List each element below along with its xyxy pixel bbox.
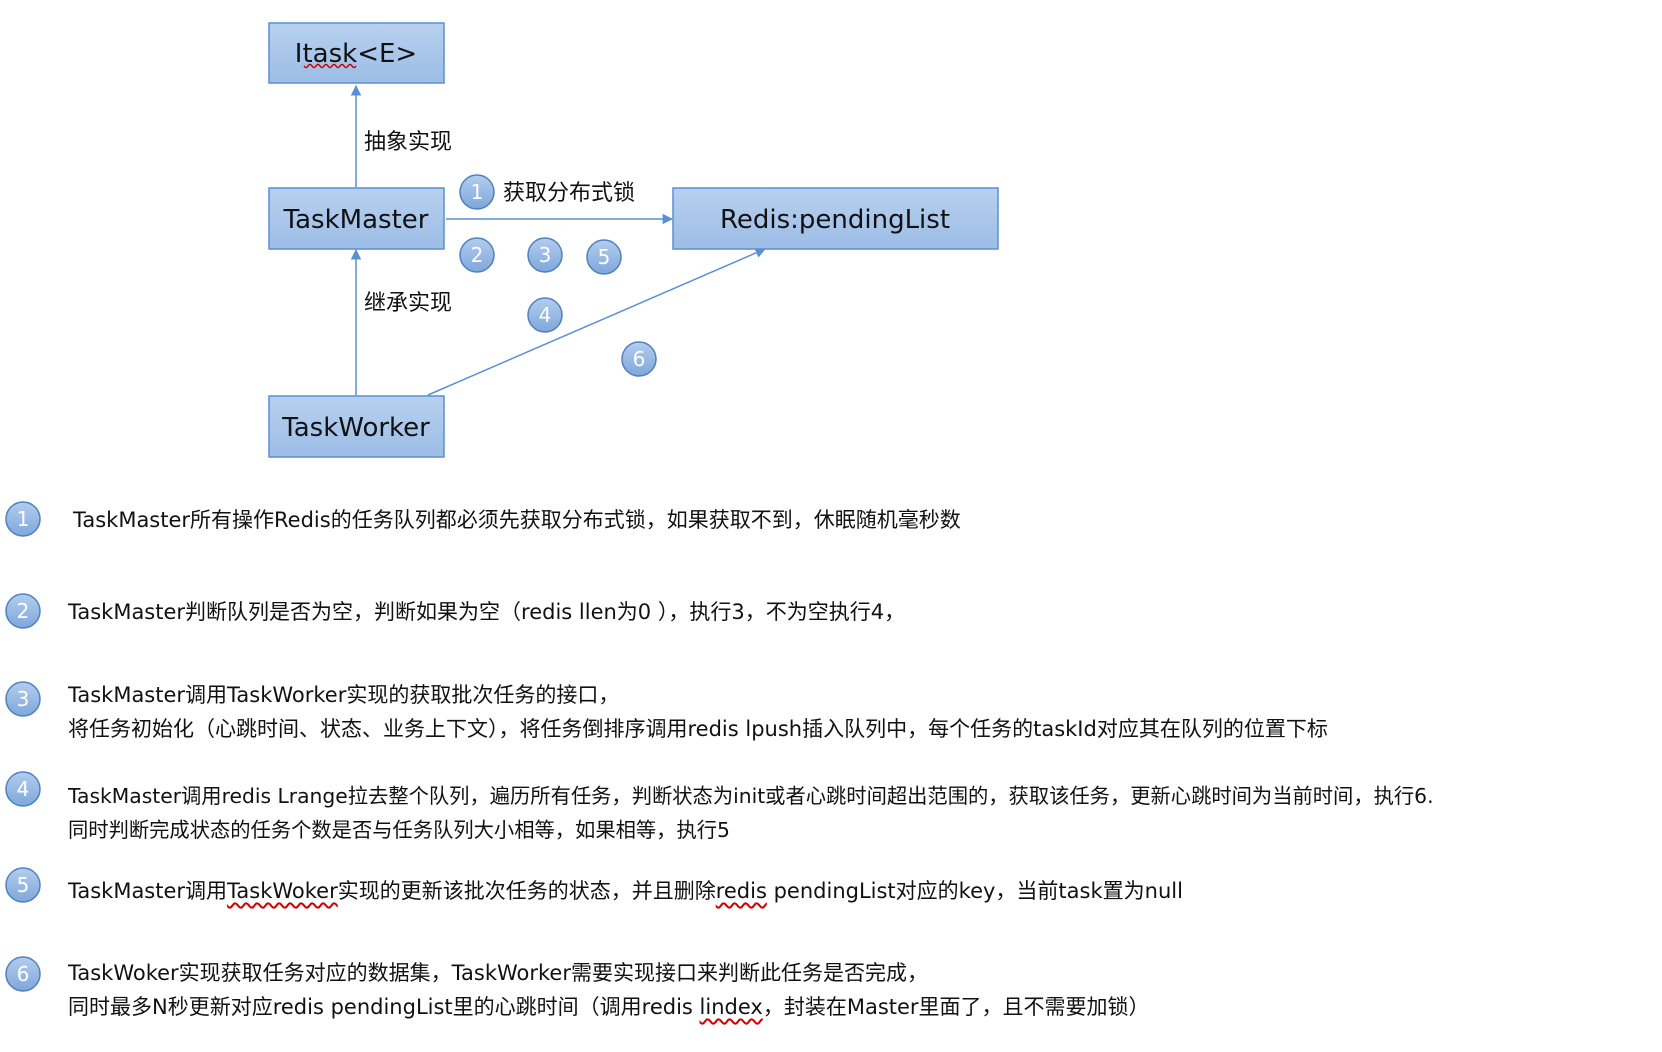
- svg-text:1: 1: [17, 507, 30, 531]
- label-lock: 获取分布式锁: [503, 181, 635, 206]
- box-taskworker: TaskWorker: [268, 395, 445, 458]
- note-5: TaskMaster调用TaskWoker实现的更新该批次任务的状态，并且删除r…: [68, 879, 1183, 903]
- label-inherit-impl: 继承实现: [364, 291, 452, 316]
- spellcheck-underline: [303, 63, 357, 69]
- note-6-line-2: 同时最多N秒更新对应redis pendingList里的心跳时间（调用redi…: [68, 995, 1150, 1019]
- box-taskmaster-label: TaskMaster: [283, 205, 429, 235]
- svg-text:1: 1: [471, 180, 484, 204]
- svg-text:6: 6: [17, 962, 30, 986]
- svg-text:3: 3: [539, 243, 552, 267]
- svg-text:4: 4: [17, 777, 30, 801]
- note-badge-6: 6: [4, 956, 41, 992]
- svg-text:5: 5: [598, 245, 611, 269]
- note-6: TaskWoker实现获取任务对应的数据集，TaskWorker需要实现接口来判…: [68, 956, 1150, 1024]
- note-badge-3: 3: [4, 681, 41, 717]
- note-4: TaskMaster调用redis Lrange拉去整个队列，遍历所有任务，判断…: [68, 779, 1434, 847]
- step-badge-1: 1: [459, 174, 495, 210]
- note-1-line-1: TaskMaster所有操作Redis的任务队列都必须先获取分布式锁，如果获取不…: [73, 508, 961, 532]
- step-badge-4: 4: [527, 297, 563, 333]
- note-badge-4: 4: [4, 771, 41, 807]
- note-badge-5: 5: [4, 867, 41, 903]
- note-badge-1: 1: [4, 501, 41, 537]
- step-badge-2: 2: [459, 237, 495, 273]
- svg-text:6: 6: [633, 347, 646, 371]
- svg-text:5: 5: [17, 873, 30, 897]
- box-redis-pendinglist: Redis:pendingList: [672, 187, 999, 250]
- note-3: TaskMaster调用TaskWorker实现的获取批次任务的接口， 将任务初…: [68, 678, 1328, 746]
- step-badge-5: 5: [586, 239, 622, 275]
- note-4-line-1: TaskMaster调用redis Lrange拉去整个队列，遍历所有任务，判断…: [68, 784, 1434, 808]
- svg-text:2: 2: [471, 243, 484, 267]
- box-itask: Itask<E>: [268, 22, 445, 84]
- label-abstract-impl: 抽象实现: [364, 130, 452, 155]
- step-badge-3: 3: [527, 237, 563, 273]
- spellcheck-word: TaskWoker: [227, 879, 338, 903]
- architecture-diagram: Itask<E> TaskMaster TaskWorker Redis:pen…: [268, 22, 999, 458]
- spellcheck-word: lindex: [699, 995, 763, 1019]
- note-4-line-2: 同时判断完成状态的任务个数是否与任务队列大小相等，如果相等，执行5: [68, 818, 730, 842]
- box-taskmaster: TaskMaster: [268, 187, 445, 250]
- svg-text:4: 4: [539, 303, 552, 327]
- note-badge-2: 2: [4, 593, 41, 629]
- note-2: TaskMaster判断队列是否为空，判断如果为空（redis llen为0 ）…: [68, 595, 905, 629]
- note-2-line-1: TaskMaster判断队列是否为空，判断如果为空（redis llen为0 ）…: [68, 600, 906, 624]
- step-badge-6: 6: [621, 341, 657, 377]
- spellcheck-word: redis: [715, 879, 767, 903]
- box-taskworker-label: TaskWorker: [281, 413, 430, 443]
- note-6-line-1: TaskWoker实现获取任务对应的数据集，TaskWorker需要实现接口来判…: [68, 961, 928, 985]
- edge-taskworker-to-redis: [427, 247, 766, 396]
- note-3-line-1: TaskMaster调用TaskWorker实现的获取批次任务的接口，: [68, 683, 620, 707]
- box-redis-label: Redis:pendingList: [720, 205, 950, 235]
- svg-text:2: 2: [17, 599, 30, 623]
- box-itask-label: Itask<E>: [295, 39, 417, 69]
- note-3-line-2: 将任务初始化（心跳时间、状态、业务上下文），将任务倒排序调用redis lpus…: [68, 717, 1328, 741]
- note-1: TaskMaster所有操作Redis的任务队列都必须先获取分布式锁，如果获取不…: [73, 503, 961, 537]
- svg-text:3: 3: [17, 687, 30, 711]
